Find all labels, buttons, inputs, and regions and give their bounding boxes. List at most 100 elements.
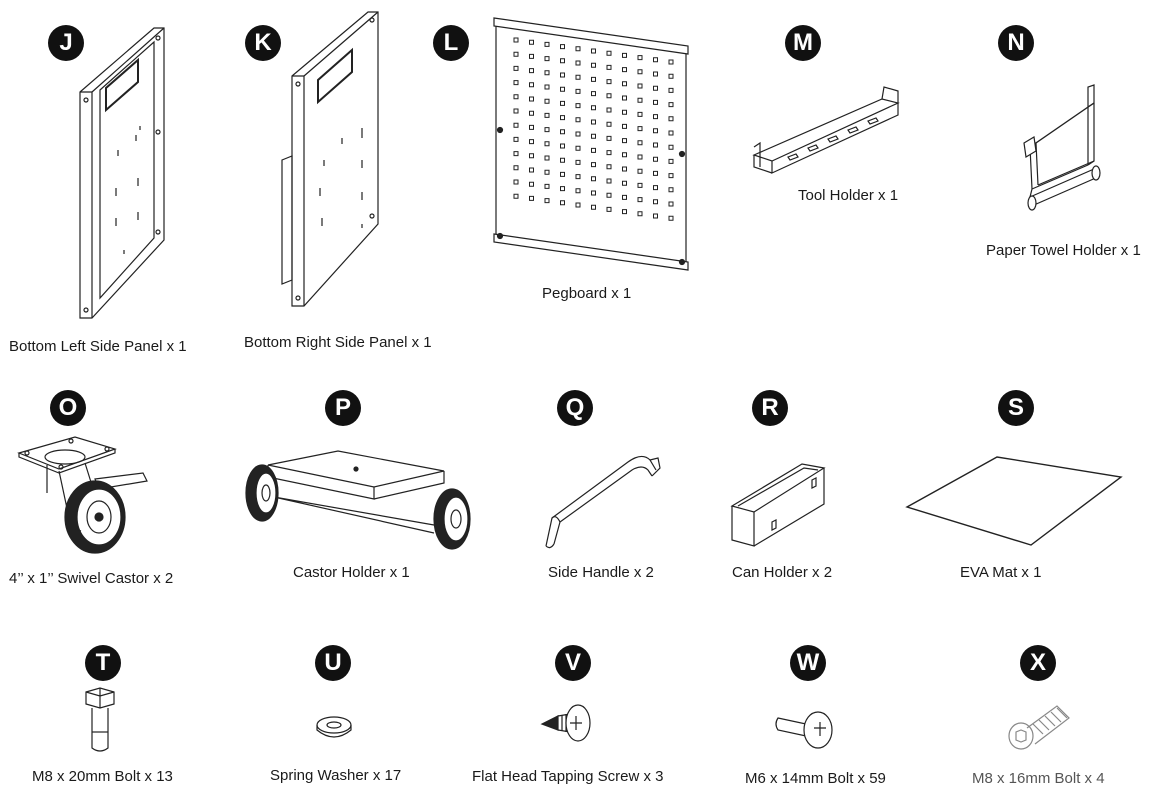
part-letter-badge: R — [752, 390, 788, 426]
pegboard-hole — [561, 101, 565, 105]
pegboard-hole — [592, 148, 596, 152]
part-letter-badge: Q — [557, 390, 593, 426]
part-letter-badge: T — [85, 645, 121, 681]
pegboard-hole — [576, 160, 580, 164]
bottom-right-side-panel-icon — [280, 10, 390, 310]
pegboard-hole — [654, 186, 658, 190]
pegboard-hole — [576, 75, 580, 79]
pegboard-hole — [638, 84, 642, 88]
part-label: 4’’ x 1’’ Swivel Castor x 2 — [9, 570, 174, 587]
part-label: Castor Holder x 1 — [293, 564, 410, 581]
pegboard-hole — [592, 106, 596, 110]
pegboard-hole — [592, 205, 596, 209]
pegboard-hole — [592, 163, 596, 167]
m8-16mm-bolt-icon — [1005, 700, 1075, 752]
pegboard-hole — [638, 112, 642, 116]
pegboard-hole — [592, 134, 596, 138]
pegboard-hole — [669, 188, 673, 192]
pegboard-hole — [623, 195, 627, 199]
pegboard-hole — [514, 95, 518, 99]
pegboard-hole — [607, 94, 611, 98]
pegboard-hole — [545, 113, 549, 117]
pegboard-hole — [669, 159, 673, 163]
pegboard-hole — [576, 203, 580, 207]
pegboard-hole — [638, 169, 642, 173]
pegboard-hole — [669, 131, 673, 135]
pegboard-hole — [592, 177, 596, 181]
pegboard-hole — [623, 139, 627, 143]
pegboard-hole — [638, 70, 642, 74]
pegboard-hole — [545, 199, 549, 203]
pegboard-hole — [623, 181, 627, 185]
part-letter-badge: P — [325, 390, 361, 426]
castor-holder-icon — [238, 445, 478, 550]
pegboard-hole — [623, 96, 627, 100]
pegboard-hole — [607, 207, 611, 211]
pegboard-hole — [607, 122, 611, 126]
pegboard-hole — [576, 189, 580, 193]
pegboard-hole — [530, 83, 534, 87]
can-holder-icon — [728, 460, 828, 550]
pegboard-hole — [530, 54, 534, 58]
pegboard-hole — [545, 142, 549, 146]
pegboard-hole — [638, 212, 642, 216]
pegboard-hole — [545, 184, 549, 188]
pegboard-hole — [638, 198, 642, 202]
pegboard-hole — [576, 89, 580, 93]
pegboard-hole — [623, 82, 627, 86]
paper-towel-holder-icon — [1010, 85, 1120, 230]
part-letter-badge: J — [48, 25, 84, 61]
pegboard-hole — [545, 71, 549, 75]
pegboard-hole — [654, 72, 658, 76]
pegboard-hole — [561, 201, 565, 205]
spring-washer-icon — [314, 714, 354, 740]
pegboard-hole — [623, 124, 627, 128]
pegboard-hole — [514, 194, 518, 198]
pegboard-hole — [561, 187, 565, 191]
pegboard-hole — [592, 191, 596, 195]
pegboard-hole — [669, 74, 673, 78]
pegboard-hole — [654, 171, 658, 175]
pegboard-hole — [607, 179, 611, 183]
pegboard-hole — [561, 73, 565, 77]
pegboard-hole — [592, 49, 596, 53]
pegboard-hole — [514, 52, 518, 56]
pegboard-hole — [654, 143, 658, 147]
pegboard-hole — [530, 140, 534, 144]
bottom-left-side-panel-icon — [70, 20, 180, 325]
part-label: Pegboard x 1 — [542, 285, 632, 302]
pegboard-hole — [576, 146, 580, 150]
pegboard-hole — [623, 68, 627, 72]
part-letter-badge: V — [555, 645, 591, 681]
pegboard-hole — [530, 196, 534, 200]
pegboard-hole — [561, 130, 565, 134]
pegboard-hole — [592, 77, 596, 81]
pegboard-hole — [514, 81, 518, 85]
pegboard-hole — [638, 183, 642, 187]
pegboard-hole — [607, 51, 611, 55]
part-letter-badge: N — [998, 25, 1034, 61]
part-label: Spring Washer x 17 — [270, 767, 402, 784]
part-letter-badge: U — [315, 645, 351, 681]
pegboard-hole — [669, 60, 673, 64]
pegboard-hole — [654, 157, 658, 161]
part-label: Tool Holder x 1 — [798, 187, 899, 204]
pegboard-hole — [654, 214, 658, 218]
pegboard-hole — [530, 69, 534, 73]
pegboard-hole — [607, 80, 611, 84]
pegboard-hole — [561, 45, 565, 49]
pegboard-hole — [669, 216, 673, 220]
pegboard-hole — [561, 87, 565, 91]
m8-20mm-bolt-icon — [80, 688, 120, 754]
pegboard-hole — [561, 116, 565, 120]
pegboard-hole — [530, 40, 534, 44]
pegboard-hole — [623, 110, 627, 114]
part-label: Bottom Right Side Panel x 1 — [244, 334, 432, 351]
pegboard-hole — [514, 180, 518, 184]
pegboard-hole — [592, 120, 596, 124]
pegboard-hole — [654, 129, 658, 133]
pegboard-hole — [607, 108, 611, 112]
pegboard-hole — [623, 153, 627, 157]
pegboard-hole — [545, 57, 549, 61]
pegboard-hole — [576, 175, 580, 179]
